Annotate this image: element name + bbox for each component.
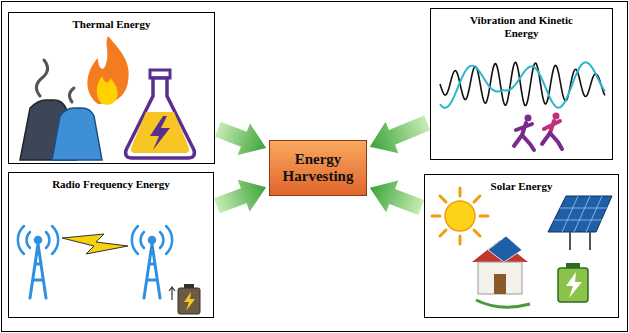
runner: [525, 115, 532, 122]
battery-icon: [566, 272, 582, 298]
house: [494, 274, 506, 294]
solar-array: [554, 196, 608, 232]
battery-icon: [558, 268, 588, 302]
panel-heading: Radio Frequency Energy: [9, 178, 213, 191]
sun: [445, 201, 475, 231]
cooling-tower: [52, 108, 102, 160]
energy-panel: Solar Energy: [424, 174, 619, 318]
vibration-wave: [440, 62, 605, 107]
flame: [97, 76, 118, 105]
sun: [432, 188, 488, 244]
house: [472, 236, 530, 307]
energy-panel: Vibration and Kinetic Energy: [430, 8, 613, 160]
hub-title: Energy Harvesting: [276, 151, 360, 185]
smoke: [36, 60, 74, 102]
smoke: [69, 88, 74, 102]
flask-generator: [126, 70, 195, 158]
antenna-tower: [141, 232, 164, 248]
antenna-tower: [30, 244, 46, 298]
cooling-tower: [20, 100, 102, 160]
battery-icon: [169, 284, 200, 314]
antenna-tower: [27, 232, 50, 248]
hub-box: Energy Harvesting: [269, 140, 367, 196]
house: [476, 300, 530, 307]
battery-icon: [184, 284, 194, 288]
solar-array: [570, 232, 590, 250]
flow-arrow: [370, 116, 431, 154]
vibration-wave: [440, 62, 605, 105]
battery-icon: [184, 292, 195, 311]
panel-heading: Solar Energy: [425, 180, 618, 193]
energy-panel: Radio Frequency Energy: [8, 172, 214, 318]
house: [478, 262, 522, 294]
solar-array: [548, 196, 612, 250]
runner: [514, 113, 562, 151]
runner: [542, 133, 562, 149]
flame: [87, 36, 128, 105]
runner: [544, 121, 560, 133]
smoke: [36, 60, 47, 96]
runner: [514, 123, 534, 150]
panel-heading: Thermal Energy: [9, 18, 214, 31]
antenna-tower: [132, 226, 172, 254]
antenna-tower: [144, 244, 160, 298]
antenna-tower: [18, 226, 58, 254]
panel-heading: Vibration and Kinetic Energy: [466, 14, 578, 40]
energy-panel: Thermal Energy: [8, 12, 215, 164]
battery-icon: [169, 287, 175, 300]
flask-generator: [126, 78, 195, 158]
flask-generator: [150, 116, 170, 150]
battery-icon: [178, 288, 200, 314]
flow-arrow: [214, 180, 266, 213]
lightning-bolt: [62, 234, 128, 254]
flame: [87, 36, 128, 104]
runner: [553, 113, 560, 120]
antenna-tower: [149, 237, 155, 243]
sun: [432, 188, 488, 244]
flow-arrow: [215, 122, 266, 155]
house: [488, 236, 522, 262]
solar-array: [548, 196, 612, 232]
antenna-tower: [18, 226, 172, 298]
flow-arrow: [370, 181, 424, 215]
sun: [432, 188, 488, 244]
flask-generator: [131, 112, 189, 153]
antenna-tower: [35, 237, 41, 243]
battery-icon: [566, 263, 580, 268]
battery-icon: [558, 263, 588, 302]
